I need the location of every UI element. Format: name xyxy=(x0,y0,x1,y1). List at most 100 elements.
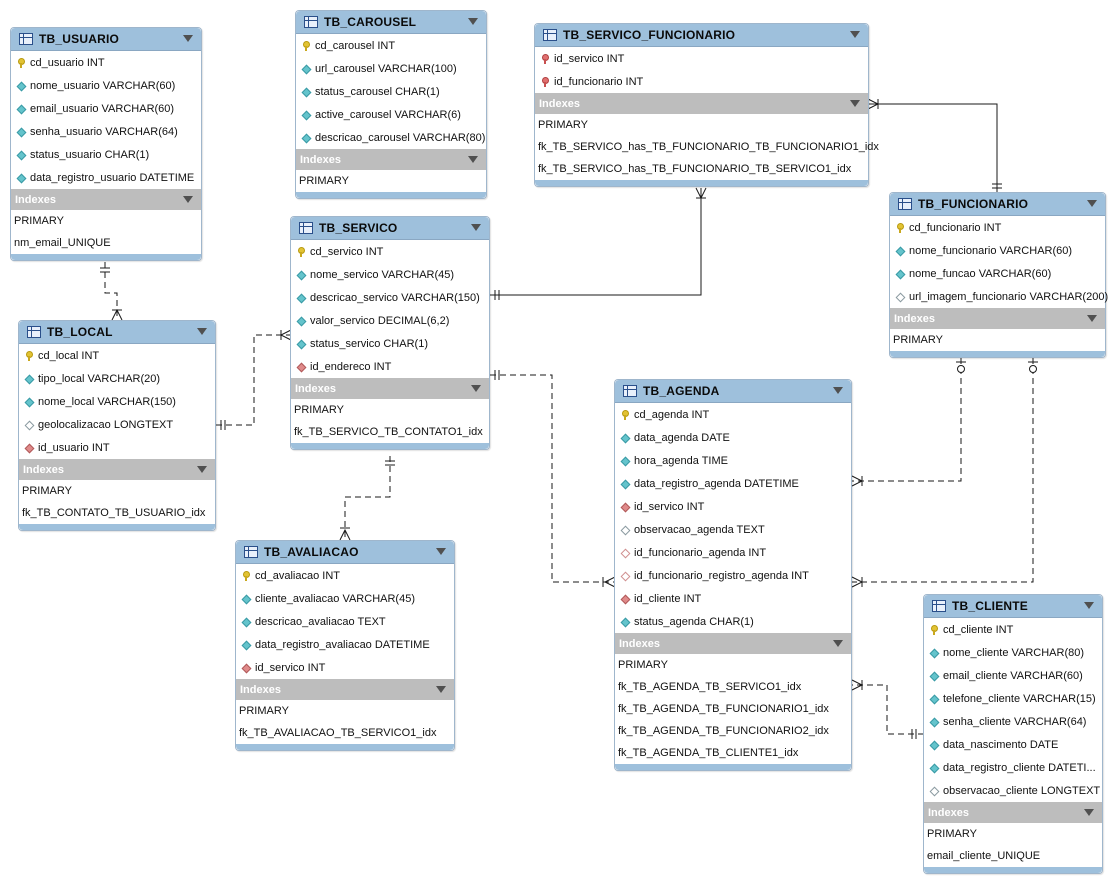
column-row[interactable]: hora_agenda TIME xyxy=(615,449,851,472)
index-row[interactable]: fk_TB_SERVICO_has_TB_FUNCIONARIO_TB_SERV… xyxy=(538,163,852,175)
index-row[interactable]: PRIMARY xyxy=(22,485,72,497)
column-row[interactable]: cd_funcionario INT xyxy=(890,216,1105,239)
collapse-caret-icon[interactable] xyxy=(1087,200,1097,207)
column-row[interactable]: cd_avaliacao INT xyxy=(236,564,454,587)
column-row[interactable]: nome_funcionario VARCHAR(60) xyxy=(890,239,1105,262)
column-row[interactable]: status_carousel CHAR(1) xyxy=(296,80,486,103)
column-row[interactable]: geolocalizacao LONGTEXT xyxy=(19,413,215,436)
column-row[interactable]: cd_cliente INT xyxy=(924,618,1102,641)
column-row[interactable]: url_carousel VARCHAR(100) xyxy=(296,57,486,80)
table-header[interactable]: TB_AVALIACAO xyxy=(236,541,454,564)
column-row[interactable]: valor_servico DECIMAL(6,2) xyxy=(291,309,489,332)
index-row[interactable]: PRIMARY xyxy=(14,215,64,227)
column-row[interactable]: cd_servico INT xyxy=(291,240,489,263)
collapse-caret-icon[interactable] xyxy=(833,387,843,394)
column-row[interactable]: data_agenda DATE xyxy=(615,426,851,449)
column-row[interactable]: data_registro_agenda DATETIME xyxy=(615,472,851,495)
indexes-caret-icon[interactable] xyxy=(436,686,446,693)
index-row[interactable]: PRIMARY xyxy=(893,334,943,346)
index-row[interactable]: fk_TB_SERVICO_has_TB_FUNCIONARIO_TB_FUNC… xyxy=(538,141,879,153)
index-row[interactable]: fk_TB_CONTATO_TB_USUARIO_idx xyxy=(22,507,206,519)
collapse-caret-icon[interactable] xyxy=(850,31,860,38)
column-row[interactable]: senha_usuario VARCHAR(64) xyxy=(11,120,201,143)
column-row[interactable]: data_nascimento DATE xyxy=(924,733,1102,756)
column-row[interactable]: id_servico INT xyxy=(236,656,454,679)
index-row[interactable]: PRIMARY xyxy=(927,828,977,840)
relationship-servico-servicofuncionario[interactable] xyxy=(490,188,702,296)
relationship-servico-agenda[interactable] xyxy=(490,374,615,583)
index-row[interactable]: PRIMARY xyxy=(538,119,588,131)
column-row[interactable]: cd_local INT xyxy=(19,344,215,367)
collapse-caret-icon[interactable] xyxy=(1084,602,1094,609)
column-row[interactable]: id_funcionario INT xyxy=(535,70,868,93)
relationship-local-servico[interactable] xyxy=(216,334,291,426)
column-row[interactable]: nome_local VARCHAR(150) xyxy=(19,390,215,413)
table-header[interactable]: TB_USUARIO xyxy=(11,28,201,51)
column-row[interactable]: senha_cliente VARCHAR(64) xyxy=(924,710,1102,733)
table-header[interactable]: TB_SERVICO xyxy=(291,217,489,240)
index-row[interactable]: email_cliente_UNIQUE xyxy=(927,850,1041,862)
indexes-header[interactable]: Indexes xyxy=(924,802,1102,823)
table-header[interactable]: TB_AGENDA xyxy=(615,380,851,403)
column-row[interactable]: telefone_cliente VARCHAR(15) xyxy=(924,687,1102,710)
index-row[interactable]: fk_TB_SERVICO_TB_CONTATO1_idx xyxy=(294,426,483,438)
table-header[interactable]: TB_LOCAL xyxy=(19,321,215,344)
relationship-funcionario-agenda-2[interactable] xyxy=(852,358,1034,583)
column-row[interactable]: email_usuario VARCHAR(60) xyxy=(11,97,201,120)
column-row[interactable]: tipo_local VARCHAR(20) xyxy=(19,367,215,390)
indexes-caret-icon[interactable] xyxy=(1087,315,1097,322)
column-row[interactable]: id_endereco INT xyxy=(291,355,489,378)
column-row[interactable]: observacao_agenda TEXT xyxy=(615,518,851,541)
indexes-header[interactable]: Indexes xyxy=(291,378,489,399)
column-row[interactable]: id_servico INT xyxy=(535,47,868,70)
column-row[interactable]: cliente_avaliacao VARCHAR(45) xyxy=(236,587,454,610)
index-row[interactable]: PRIMARY xyxy=(618,659,668,671)
relationship-funcionario-agenda-1[interactable] xyxy=(852,358,962,482)
indexes-caret-icon[interactable] xyxy=(850,100,860,107)
index-row[interactable]: nm_email_UNIQUE xyxy=(14,237,111,249)
index-row[interactable]: PRIMARY xyxy=(239,705,289,717)
relationship-cliente-agenda[interactable] xyxy=(852,684,924,735)
column-row[interactable]: active_carousel VARCHAR(6) xyxy=(296,103,486,126)
column-row[interactable]: id_funcionario_agenda INT xyxy=(615,541,851,564)
column-row[interactable]: status_agenda CHAR(1) xyxy=(615,610,851,633)
collapse-caret-icon[interactable] xyxy=(197,328,207,335)
column-row[interactable]: id_funcionario_registro_agenda INT xyxy=(615,564,851,587)
relationship-funcionario-servicofuncionario[interactable] xyxy=(868,103,998,193)
indexes-caret-icon[interactable] xyxy=(468,156,478,163)
index-row[interactable]: fk_TB_AGENDA_TB_SERVICO1_idx xyxy=(618,681,802,693)
indexes-header[interactable]: Indexes xyxy=(535,93,868,114)
column-row[interactable]: id_servico INT xyxy=(615,495,851,518)
indexes-header[interactable]: Indexes xyxy=(296,149,486,170)
collapse-caret-icon[interactable] xyxy=(471,224,481,231)
indexes-header[interactable]: Indexes xyxy=(890,308,1105,329)
column-row[interactable]: nome_servico VARCHAR(45) xyxy=(291,263,489,286)
collapse-caret-icon[interactable] xyxy=(468,18,478,25)
indexes-caret-icon[interactable] xyxy=(197,466,207,473)
relationship-usuario-local[interactable] xyxy=(104,262,118,320)
column-row[interactable]: descricao_carousel VARCHAR(80) xyxy=(296,126,486,149)
indexes-caret-icon[interactable] xyxy=(471,385,481,392)
collapse-caret-icon[interactable] xyxy=(183,35,193,42)
indexes-header[interactable]: Indexes xyxy=(236,679,454,700)
column-row[interactable]: descricao_servico VARCHAR(150) xyxy=(291,286,489,309)
indexes-caret-icon[interactable] xyxy=(1084,809,1094,816)
indexes-header[interactable]: Indexes xyxy=(11,189,201,210)
column-row[interactable]: descricao_avaliacao TEXT xyxy=(236,610,454,633)
column-row[interactable]: cd_usuario INT xyxy=(11,51,201,74)
index-row[interactable]: PRIMARY xyxy=(294,404,344,416)
indexes-header[interactable]: Indexes xyxy=(615,633,851,654)
column-row[interactable]: observacao_cliente LONGTEXT xyxy=(924,779,1102,802)
column-row[interactable]: id_usuario INT xyxy=(19,436,215,459)
indexes-caret-icon[interactable] xyxy=(183,196,193,203)
column-row[interactable]: data_registro_usuario DATETIME xyxy=(11,166,201,189)
index-row[interactable]: fk_TB_AGENDA_TB_CLIENTE1_idx xyxy=(618,747,799,759)
